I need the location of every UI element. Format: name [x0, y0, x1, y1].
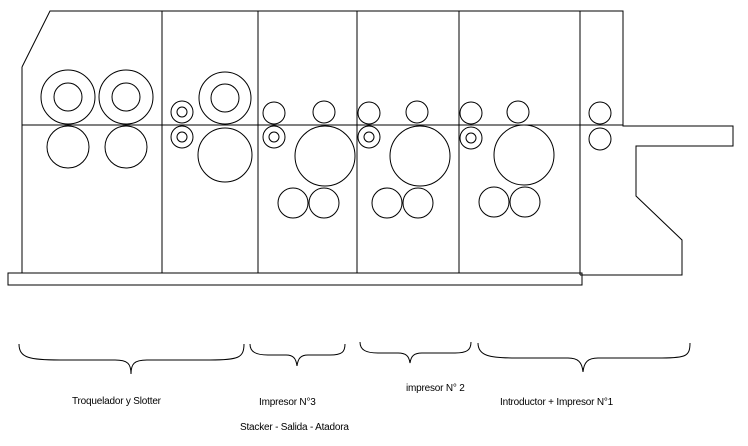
roller	[308, 187, 340, 219]
roller-inner	[210, 83, 240, 113]
roller	[197, 127, 253, 183]
impresor-1-rollers	[459, 100, 555, 218]
section-braces	[18, 341, 691, 375]
roller	[277, 187, 309, 219]
roller-inner	[53, 82, 83, 112]
frame-base	[7, 272, 583, 286]
roller	[104, 125, 148, 169]
roller	[588, 127, 612, 151]
roller-inner	[176, 131, 188, 143]
roller	[312, 100, 336, 124]
brace-troquelador	[18, 343, 245, 375]
label-impresor-2: impresor N° 2	[406, 383, 465, 394]
section-2-rollers	[170, 71, 253, 183]
brace-impresor-2	[359, 341, 472, 364]
roller-outer	[170, 125, 194, 149]
roller-outer	[98, 69, 154, 125]
roller	[459, 101, 483, 125]
roller	[402, 187, 434, 219]
brace-impresor-3	[249, 343, 346, 367]
roller	[46, 125, 90, 169]
introductor-rollers	[588, 101, 612, 151]
frame-outline	[21, 10, 734, 276]
label-introductor-impresor-1: Introductor + Impresor N°1	[500, 397, 614, 408]
roller-inner	[176, 106, 188, 118]
impresor-2-rollers	[357, 100, 451, 219]
roller-outer	[357, 125, 381, 149]
roller	[588, 101, 612, 125]
roller-outer	[459, 126, 483, 150]
print-cylinder	[294, 125, 356, 187]
section-dividers	[161, 11, 581, 275]
label-troquelador-slotter: Troquelador y Slotter	[72, 396, 161, 407]
roller	[357, 101, 381, 125]
print-cylinder	[389, 125, 451, 187]
label-impresor-3: Impresor N°3	[259, 397, 316, 408]
print-cylinder	[493, 124, 555, 186]
roller	[371, 187, 403, 219]
roller-outer	[198, 71, 252, 125]
impresor-3-rollers	[262, 100, 356, 219]
roller-inner	[363, 131, 375, 143]
brace-introductor	[477, 342, 691, 373]
roller-outer	[40, 69, 96, 125]
machine-frame	[7, 10, 734, 286]
roller	[506, 100, 530, 124]
roller-inner	[111, 82, 141, 112]
label-stacker-salida-atadora: Stacker - Salida - Atadora	[240, 422, 349, 433]
roller-inner	[268, 131, 280, 143]
roller-outer	[262, 125, 286, 149]
roller	[509, 186, 541, 218]
roller	[262, 101, 286, 125]
roller	[478, 186, 510, 218]
roller-outer	[170, 100, 194, 124]
troquelador-rollers	[40, 69, 154, 169]
roller	[405, 100, 429, 124]
roller-inner	[465, 132, 477, 144]
